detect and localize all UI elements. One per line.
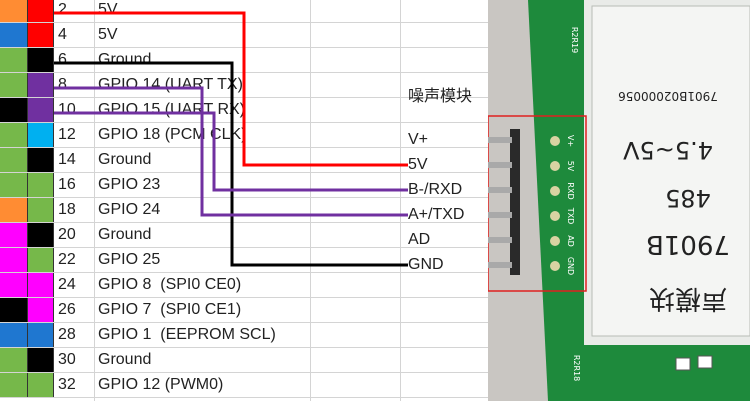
pin-description: GPIO 8 (SPI0 CE0) [98,276,242,293]
pin-color-swatch [0,323,28,347]
pin-number: 12 [58,126,76,143]
pin-description: 5V [98,26,118,43]
pin-color-swatch [28,23,54,47]
pin-color-swatch [28,273,54,297]
pin-row: 28 GPIO 1 (EEPROM SCL) [0,323,488,348]
pin-row: 14 Ground [0,148,488,173]
pin-description: GPIO 1 (EEPROM SCL) [98,326,276,343]
silk-top-label: R2R19 [570,27,579,53]
pin-color-swatch [0,173,28,197]
pin-color-swatch [0,0,28,22]
pin-color-swatch [0,148,28,172]
module-pin-rxd: B-/RXD [408,181,463,198]
silk-pin-rxd: RXD [566,182,575,199]
pin-color-swatch [28,223,54,247]
pin-color-swatch [28,0,54,22]
pin-description: Ground [98,151,152,168]
pin-description: Ground [98,351,152,368]
pin-color-swatch [0,273,28,297]
wire-pin-10 [54,111,408,192]
pin-color-swatch [28,198,54,222]
module-name-text: 声模块 [649,283,727,313]
pin-row: 18 GPIO 24 [0,198,488,223]
pin-color-swatch [28,148,54,172]
silk-bottom-label: R2R18 [572,355,581,381]
module-pin-gnd: GND [408,256,444,273]
pin-number: 18 [58,201,76,218]
silk-pin-5v: 5V [566,161,575,172]
pin-description: GPIO 25 [98,251,161,268]
header-pins [488,129,560,275]
pin-color-swatch [0,298,28,322]
sheet-gridline [94,0,95,401]
pin-color-swatch [28,123,54,147]
module-title: 噪声模块 [408,88,473,105]
pin-color-swatch [28,323,54,347]
pin-number: 30 [58,351,76,368]
pin-color-swatch [0,348,28,372]
sheet-gridline [400,0,401,401]
pin-color-swatch [0,73,28,97]
pin-description: GPIO 12 (PWM0) [98,376,224,393]
pin-row: 30 Ground [0,348,488,373]
pin-number: 6 [58,51,67,68]
pin-color-swatch [0,198,28,222]
pin-description: GPIO 18 (PCM CLK) [98,126,247,143]
silk-pin-txd: TXD [566,207,575,225]
pin-color-swatch [0,23,28,47]
module-pin-txd: A+/TXD [408,206,465,223]
pin-number: 4 [58,26,67,43]
pin-row: 24 GPIO 8 (SPI0 CE0) [0,273,488,298]
pin-color-swatch [28,373,54,397]
pin-number: 8 [58,76,67,93]
pin-color-swatch [28,73,54,97]
module-pin-ad: AD [408,231,431,248]
sheet-gridline [310,0,311,401]
pin-color-swatch [0,248,28,272]
pin-description: GPIO 23 [98,176,161,193]
module-pin-5v: 5V [408,156,428,173]
pin-number: 20 [58,226,76,243]
pin-number: 26 [58,301,76,318]
pin-number: 22 [58,251,76,268]
pin-color-swatch [28,173,54,197]
pin-description: Ground [98,226,152,243]
board-id-text: 7901B02000056 [618,89,718,103]
pin-color-swatch [0,48,28,72]
pin-row: 26 GPIO 7 (SPI0 CE1) [0,298,488,323]
pin-number: 32 [58,376,76,393]
noise-module-photo: V+ 5V RXD TXD AD GND R2R19 R2R18 7901B02… [488,0,750,401]
pin-color-swatch [0,123,28,147]
wire-pin-8 [54,86,408,217]
pin-color-swatch [0,373,28,397]
pin-color-swatch [0,98,28,122]
pin-color-swatch [0,223,28,247]
silk-pin-gnd: GND [566,257,575,275]
pin-row: 16 GPIO 23 [0,173,488,198]
pin-number: 14 [58,151,76,168]
voltage-text: 4.5~5V [622,136,713,164]
pin-row: 32 GPIO 12 (PWM0) [0,373,488,398]
pin-color-swatch [28,348,54,372]
pin-number: 2 [58,1,67,18]
pin-row: 20 Ground [0,223,488,248]
pin-color-swatch [28,48,54,72]
pin-row: 22 GPIO 25 [0,248,488,273]
silk-pin-vplus: V+ [566,135,575,147]
silk-pin-ad: AD [566,235,575,247]
model-text: 7901B [646,229,730,259]
pin-color-swatch [28,248,54,272]
pin-color-swatch [28,98,54,122]
code-text: 485 [665,184,711,212]
pin-number: 28 [58,326,76,343]
pin-number: 16 [58,176,76,193]
wire-pin-2 [54,11,408,167]
module-pin-vplus: V+ [408,131,429,148]
pin-number: 24 [58,276,76,293]
pin-color-swatch [28,298,54,322]
pin-description: GPIO 7 (SPI0 CE1) [98,301,242,318]
pin-description: GPIO 24 [98,201,161,218]
wire-pin-6 [54,61,408,267]
